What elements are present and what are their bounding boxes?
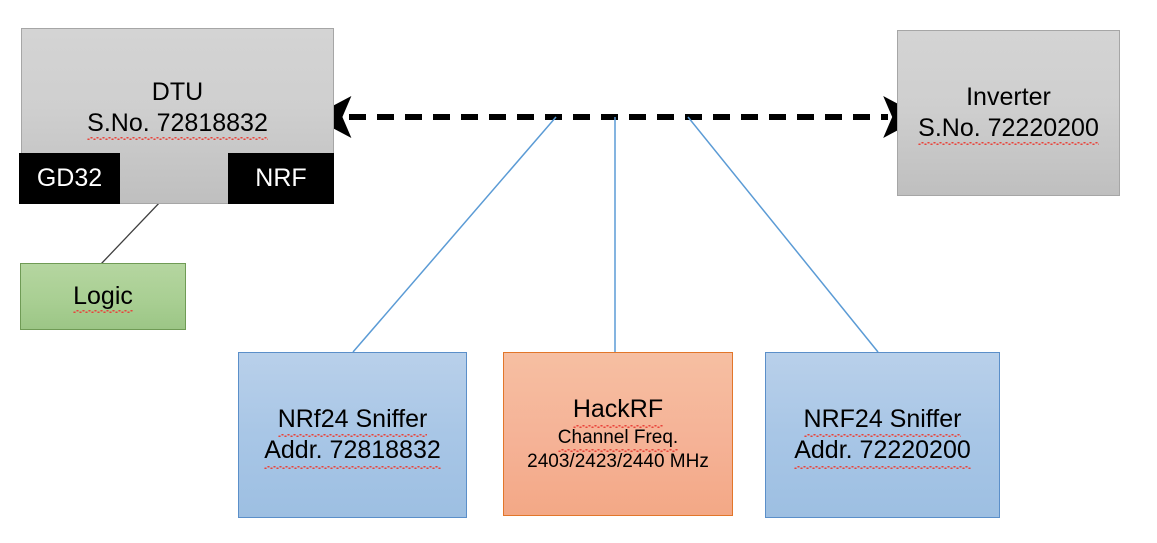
nrf24-sniffer-left-node[interactable]: NRf24 Sniffer Addr. 72818832 [238, 352, 467, 518]
inverter-node[interactable] [897, 30, 1120, 196]
inverter-label-group: Inverter S.No. 72220200 [897, 82, 1120, 145]
dtu-title: DTU [151, 78, 204, 106]
sniffer-right-tap [687, 116, 879, 353]
gd32-node[interactable]: GD32 [19, 153, 120, 204]
hackrf-frequencies: 2403/2423/2440 MHz [527, 450, 709, 472]
hackrf-node[interactable]: HackRF Channel Freq. 2403/2423/2440 MHz [503, 352, 733, 516]
logic-label: Logic [73, 282, 133, 313]
nrf-node[interactable]: NRF [228, 153, 334, 204]
nrf24-sniffer-right-labels: NRF24 Sniffer Addr. 72220200 [794, 404, 971, 468]
sniffer-left-tap [352, 116, 557, 353]
sniffer-right-title: NRF24 Sniffer [803, 404, 961, 437]
sniffer-left-title: NRf24 Sniffer [277, 404, 427, 437]
dtu-label-group: DTU S.No. 72818832 [21, 77, 334, 140]
nrf-label: NRF [255, 164, 307, 192]
hackrf-channel-label: Channel Freq. [557, 426, 679, 452]
inverter-title: Inverter [966, 83, 1051, 111]
hackrf-title: HackRF [572, 394, 664, 428]
logic-analyzer-node[interactable]: Logic [20, 263, 186, 330]
inverter-serial: S.No. 72220200 [918, 113, 1099, 145]
dtu-serial: S.No. 72818832 [87, 108, 268, 140]
nrf24-sniffer-left-labels: NRf24 Sniffer Addr. 72818832 [264, 404, 441, 468]
sniffer-right-address: Addr. 72220200 [794, 435, 971, 468]
gd32-label: GD32 [36, 164, 103, 192]
hackrf-labels: HackRF Channel Freq. 2403/2423/2440 MHz [527, 394, 709, 473]
nrf24-sniffer-right-node[interactable]: NRF24 Sniffer Addr. 72220200 [765, 352, 1000, 518]
sniffer-left-address: Addr. 72818832 [264, 435, 441, 468]
